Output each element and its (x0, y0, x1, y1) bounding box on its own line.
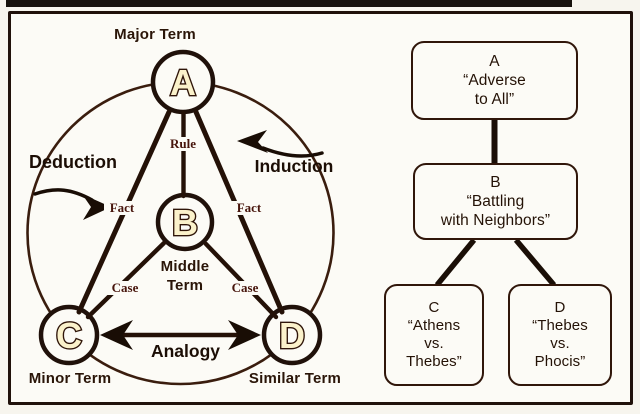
tree-box-a: A “Adverse to All” (411, 41, 578, 120)
node-letter-b: B (172, 202, 198, 243)
analogy-arrowhead-left-icon (100, 320, 133, 350)
label-middle-term: Middle Term (145, 257, 225, 295)
node-letter-c: C (56, 315, 82, 356)
tree-link-b-d (513, 238, 557, 287)
label-analogy: Analogy (150, 341, 221, 361)
node-letter-d: D (279, 315, 305, 356)
page-top-rule (6, 0, 572, 7)
tree-box-d: D “Thebes vs. Phocis” (508, 284, 612, 386)
tree-box-b-line3: with Neighbors” (440, 212, 551, 229)
label-middle-term-line1: Middle (160, 258, 210, 275)
label-middle-term-line2: Term (166, 277, 204, 294)
label-induction: Induction (254, 156, 334, 176)
induction-arrowhead-icon (237, 130, 268, 153)
label-major-term: Major Term (114, 26, 196, 43)
label-minor-term: Minor Term (28, 370, 112, 387)
tree-box-c-line4: Thebes” (406, 353, 462, 370)
tree-box-c-letter: C (428, 299, 440, 316)
tree-box-a-letter: A (489, 53, 500, 70)
tree-box-b: B “Battling with Neighbors” (413, 163, 578, 240)
label-case-left: Case (107, 280, 143, 296)
tree-box-c-line3: vs. (424, 335, 444, 352)
label-rule: Rule (164, 136, 202, 152)
node-circle-c (38, 304, 100, 366)
node-circle-d (261, 304, 323, 366)
tree-box-d-line3: vs. (550, 335, 570, 352)
tree-link-b-c (434, 238, 477, 287)
label-case-right: Case (227, 280, 263, 296)
tree-box-b-line2: “Battling (466, 193, 525, 210)
tree-box-b-letter: B (490, 174, 501, 191)
edge-b-to-c (85, 240, 167, 320)
edge-b-to-d (203, 241, 279, 320)
induction-arrow-tail (261, 146, 324, 158)
tree-box-c-line2: “Athens (407, 317, 461, 334)
label-deduction: Deduction (29, 152, 117, 172)
tree-box-d-letter: D (554, 299, 566, 316)
tree-box-a-line3: to All” (474, 91, 515, 108)
label-fact-left: Fact (104, 200, 140, 216)
tree-box-d-line4: Phocis” (534, 353, 586, 370)
analogy-arrowhead-right-icon (228, 320, 261, 350)
label-fact-right: Fact (231, 200, 267, 216)
node-letter-a: A (170, 62, 196, 103)
label-similar-term: Similar Term (248, 370, 342, 387)
tree-box-a-line2: “Adverse (463, 72, 526, 89)
tree-box-d-line2: “Thebes (532, 317, 588, 334)
tree-box-c: C “Athens vs. Thebes” (384, 284, 484, 386)
deduction-arrowhead-icon (82, 194, 111, 220)
